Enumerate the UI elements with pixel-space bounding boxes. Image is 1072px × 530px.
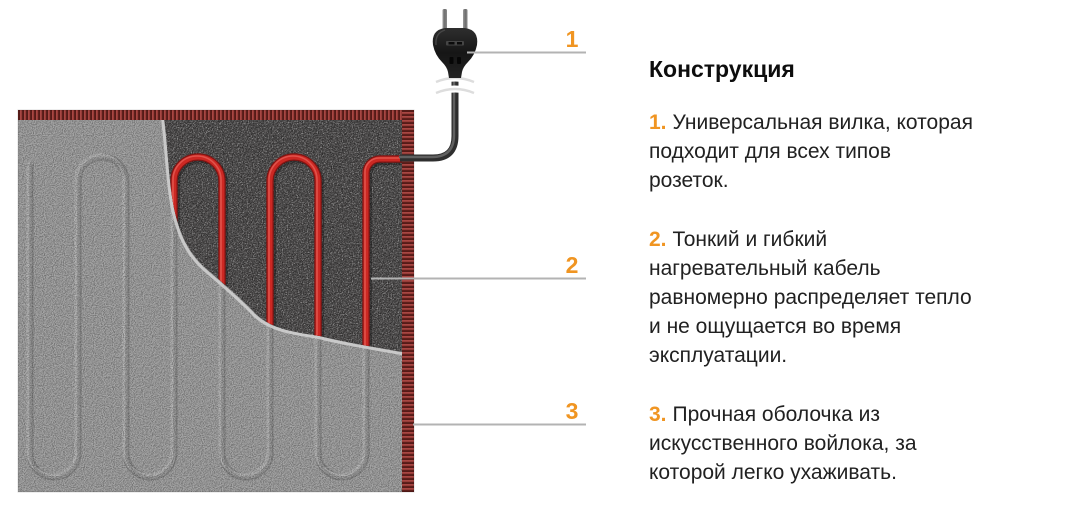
item-line: искусственного войлока, за xyxy=(649,432,917,455)
stitched-edge-top xyxy=(18,110,414,120)
construction-item-plug: 1.Универсальная вилка, которая подходит … xyxy=(649,108,1069,195)
callouts: 1 2 3 xyxy=(371,26,586,426)
item-number: 3. xyxy=(649,403,667,426)
mat-outline xyxy=(17,109,415,493)
item-line: нагревательный кабель xyxy=(649,257,881,280)
item-line: и не ощущается во время xyxy=(649,315,902,338)
callout-3-number: 3 xyxy=(566,398,579,424)
power-plug-icon xyxy=(432,9,478,78)
cord-break-marks xyxy=(434,74,476,97)
item-text: Универсальная вилка, которая xyxy=(672,111,973,134)
item-text: Прочная оболочка из xyxy=(672,403,881,426)
item-line: 3.Прочная оболочка из xyxy=(649,400,1069,429)
construction-item-shell: 3.Прочная оболочка из искусственного вой… xyxy=(649,400,1069,487)
item-number: 1. xyxy=(649,111,667,134)
heating-mat-diagram: 1 2 3 xyxy=(17,9,586,493)
heating-mat-illustration xyxy=(17,109,415,493)
plug-prong-left xyxy=(442,9,447,31)
item-line: которой легко ухаживать. xyxy=(649,461,897,484)
callout-1-number: 1 xyxy=(566,26,579,52)
power-cord-and-plug xyxy=(399,9,478,162)
plug-body xyxy=(432,28,478,78)
item-line: 1.Универсальная вилка, которая xyxy=(649,108,1069,137)
item-number: 2. xyxy=(649,228,667,251)
construction-item-cable: 2.Тонкий и гибкий нагревательный кабель … xyxy=(649,225,1069,370)
item-text: Тонкий и гибкий xyxy=(672,228,828,251)
stitched-edge-right xyxy=(402,110,414,492)
callout-2-number: 2 xyxy=(566,252,579,278)
item-line: 2.Тонкий и гибкий xyxy=(649,225,1069,254)
plug-prong-right xyxy=(463,9,468,31)
item-line: розеток. xyxy=(649,169,729,192)
item-line: равномерно распределяет тепло xyxy=(649,286,972,309)
item-line: эксплуатации. xyxy=(649,344,788,367)
panel-title: Конструкция xyxy=(649,56,795,82)
item-line: подходит для всех типов xyxy=(649,140,892,163)
construction-panel: Конструкция 1.Универсальная вилка, котор… xyxy=(649,54,1069,517)
power-cord xyxy=(399,71,459,162)
